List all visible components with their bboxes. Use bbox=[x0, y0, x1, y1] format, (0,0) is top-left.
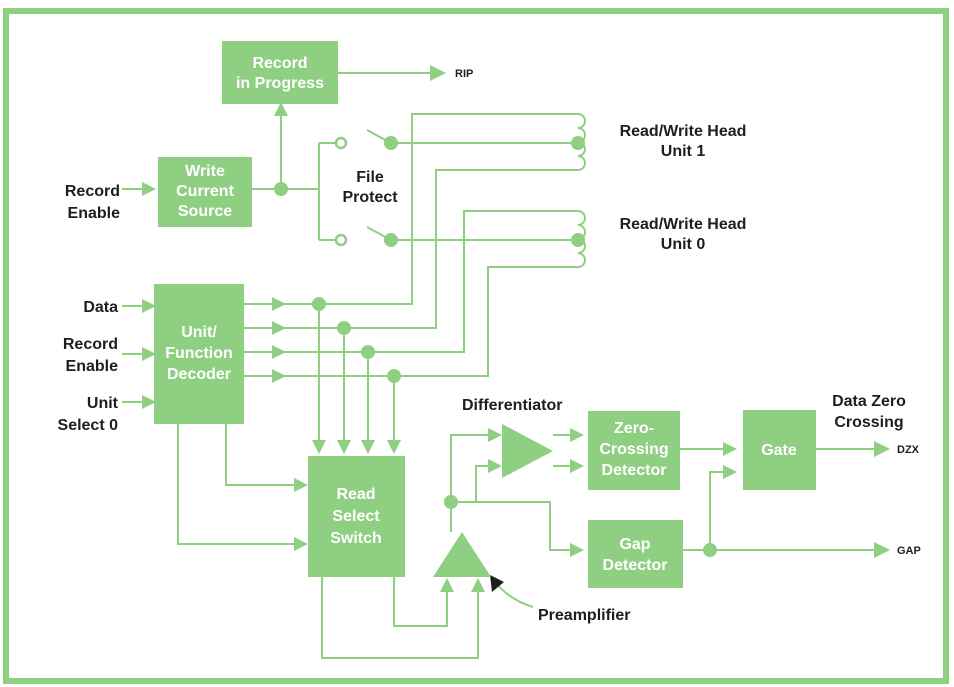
differentiator-label: Differentiator bbox=[462, 397, 562, 414]
read-select-switch-line-1: Read bbox=[336, 486, 375, 503]
file-protect-label-1: File bbox=[356, 169, 384, 186]
write-current-source-line-2: Current bbox=[176, 183, 234, 200]
head-unit0-label-1: Read/Write Head bbox=[620, 216, 747, 233]
gap-detector-line-1: Gap bbox=[619, 536, 650, 553]
data-zero-crossing-label-1: Data Zero bbox=[832, 393, 906, 410]
preamplifier-triangle bbox=[433, 532, 491, 577]
write-current-source-line-3: Source bbox=[178, 203, 232, 220]
record-enable-top-label-2: Enable bbox=[68, 205, 121, 222]
zcd-line-3: Detector bbox=[602, 462, 667, 479]
decoder-line-2: Function bbox=[165, 345, 233, 362]
head-unit1-label-2: Unit 1 bbox=[661, 143, 706, 160]
read-select-switch-block: Read Select Switch bbox=[308, 456, 405, 577]
record-in-progress-line-1: Record bbox=[252, 55, 307, 72]
frame-border bbox=[3, 8, 949, 684]
rip-signal-label: RIP bbox=[455, 68, 473, 80]
differentiator-triangle bbox=[502, 424, 553, 478]
zcd-line-1: Zero- bbox=[614, 420, 654, 437]
record-enable-label-2: Enable bbox=[66, 358, 119, 375]
head-unit0-label-2: Unit 0 bbox=[661, 236, 706, 253]
write-current-source-line-1: Write bbox=[185, 163, 225, 180]
head-unit1-label-1: Read/Write Head bbox=[620, 123, 747, 140]
file-protect-label-2: Protect bbox=[342, 189, 398, 206]
unit-function-decoder-block: Unit/ Function Decoder bbox=[154, 284, 244, 424]
gap-signal-label: GAP bbox=[897, 545, 921, 557]
data-input-label: Data bbox=[83, 299, 118, 316]
decoder-line-1: Unit/ bbox=[181, 324, 217, 341]
read-select-switch-line-3: Switch bbox=[330, 530, 382, 547]
gate-label: Gate bbox=[761, 442, 797, 459]
record-enable-label-1: Record bbox=[63, 336, 118, 353]
unit-select-label-1: Unit bbox=[87, 395, 119, 412]
record-enable-top-label-1: Record bbox=[65, 183, 120, 200]
unit-select-label-2: Select 0 bbox=[58, 417, 119, 434]
zcd-line-2: Crossing bbox=[599, 441, 668, 458]
data-zero-crossing-label-2: Crossing bbox=[834, 414, 903, 431]
record-in-progress-line-2: in Progress bbox=[236, 75, 324, 92]
record-in-progress-block: Record in Progress bbox=[222, 41, 338, 104]
arrowheads bbox=[142, 65, 890, 592]
read-select-switch-line-2: Select bbox=[332, 508, 380, 525]
preamplifier-label: Preamplifier bbox=[538, 607, 630, 624]
gap-detector-block: Gap Detector bbox=[588, 520, 683, 588]
gap-detector-line-2: Detector bbox=[603, 557, 668, 574]
gate-block: Gate bbox=[743, 410, 816, 490]
zero-crossing-detector-block: Zero- Crossing Detector bbox=[588, 411, 680, 490]
junctions bbox=[274, 136, 717, 557]
write-current-source-block: Write Current Source bbox=[158, 157, 252, 227]
decoder-line-3: Decoder bbox=[167, 366, 231, 383]
dzx-signal-label: DZX bbox=[897, 444, 920, 456]
